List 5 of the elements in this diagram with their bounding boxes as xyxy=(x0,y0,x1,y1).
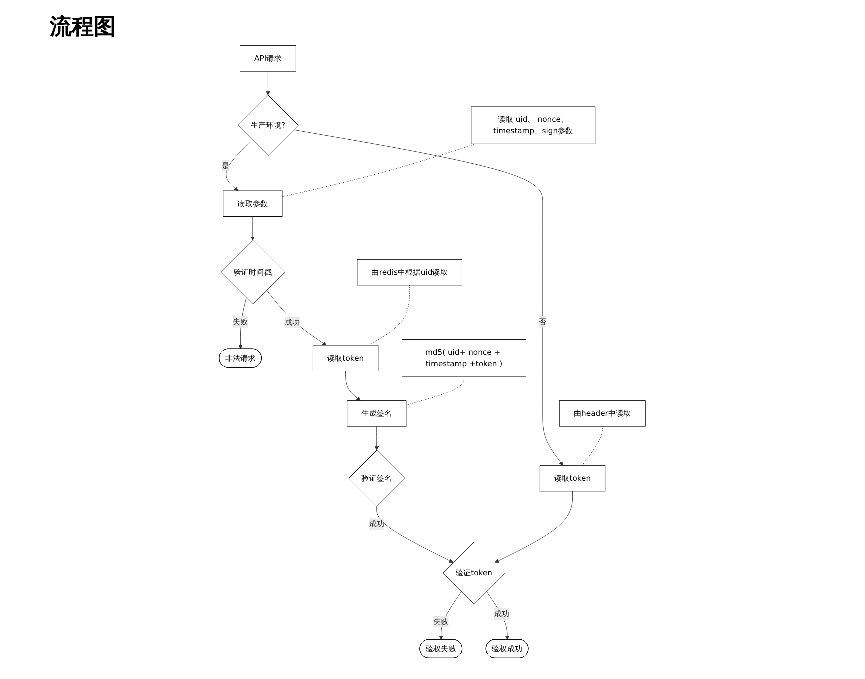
connector xyxy=(368,285,410,346)
connector xyxy=(282,144,476,198)
connector xyxy=(406,376,464,406)
connector xyxy=(582,426,603,466)
diagram-title: 流程图 xyxy=(50,14,117,42)
